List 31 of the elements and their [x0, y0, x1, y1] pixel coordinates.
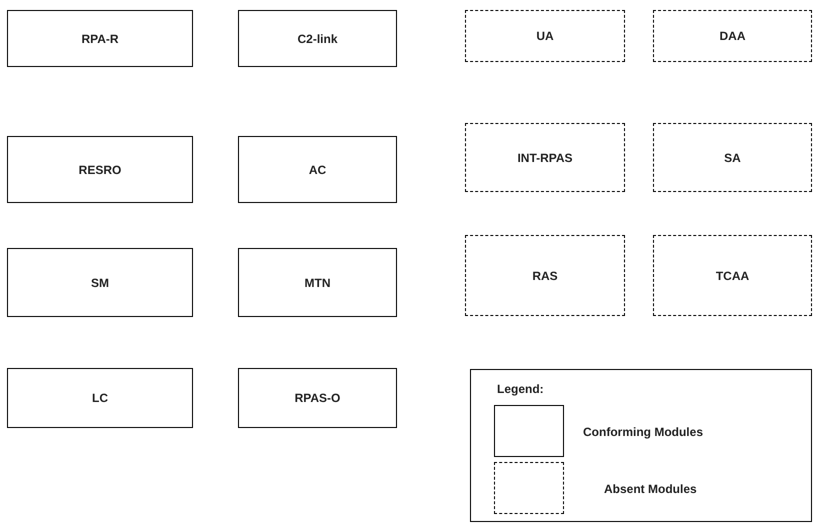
module-box — [7, 10, 193, 67]
module-label: SA — [724, 150, 741, 166]
dashed-module-box — [465, 10, 625, 62]
legend-text: Absent Modules — [604, 481, 697, 498]
module-label: MTN — [304, 274, 330, 292]
module-box — [7, 248, 193, 317]
module-box — [238, 368, 397, 428]
dashed-module-box — [465, 235, 625, 316]
module-label: LC — [92, 390, 108, 407]
module-box — [7, 368, 193, 428]
dashed-module-box — [653, 123, 812, 192]
dashed-module-box — [653, 10, 812, 62]
module-box — [238, 136, 397, 203]
legend-title: Legend: — [497, 381, 544, 398]
module-label: RPA-R — [81, 30, 119, 48]
module-box — [7, 136, 193, 203]
module-label: RAS — [532, 268, 558, 284]
module-box — [238, 248, 397, 317]
module-label: RPAS-O — [294, 390, 340, 407]
module-label: DAA — [720, 28, 746, 45]
dashed-module-box — [653, 235, 812, 316]
legend-text: Conforming Modules — [583, 424, 703, 441]
module-label: INT-RPAS — [517, 150, 573, 166]
module-label: TCAA — [716, 268, 750, 284]
module-label: AC — [308, 162, 326, 178]
dashed-module-box — [465, 123, 625, 192]
module-label: UA — [536, 28, 554, 45]
module-label: C2-link — [297, 30, 338, 48]
module-label: RESRO — [78, 162, 122, 178]
module-box — [238, 10, 397, 67]
module-label: SM — [91, 274, 109, 292]
